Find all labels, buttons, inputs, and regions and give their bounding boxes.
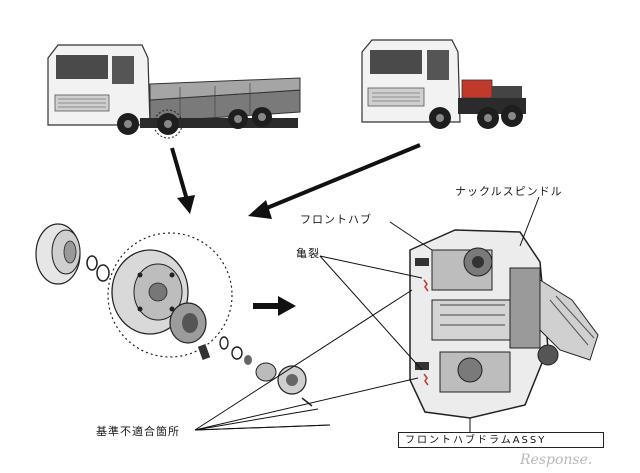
arrow-parts-to-assembly <box>253 296 296 316</box>
flatbed-truck-image <box>47 44 301 139</box>
label-knuckle-spindle: ナックルスピンドル <box>455 185 563 198</box>
exploded-parts-image <box>35 223 313 407</box>
hub-assembly-cross-section <box>409 229 599 419</box>
tractor-truck-image <box>361 39 526 129</box>
label-front-hub-drum-assy: フロントハブドラムASSY <box>398 432 604 448</box>
arrow-truck2-to-assembly <box>248 143 421 219</box>
label-nonconforming-location: 基準不適合箇所 <box>96 425 180 438</box>
label-front-hub: フロントハブ <box>300 213 372 226</box>
label-crack: 亀裂 <box>296 247 320 260</box>
response-watermark: Response. <box>520 452 593 468</box>
leader-lines <box>194 196 540 432</box>
arrow-truck1-to-parts <box>170 147 195 214</box>
